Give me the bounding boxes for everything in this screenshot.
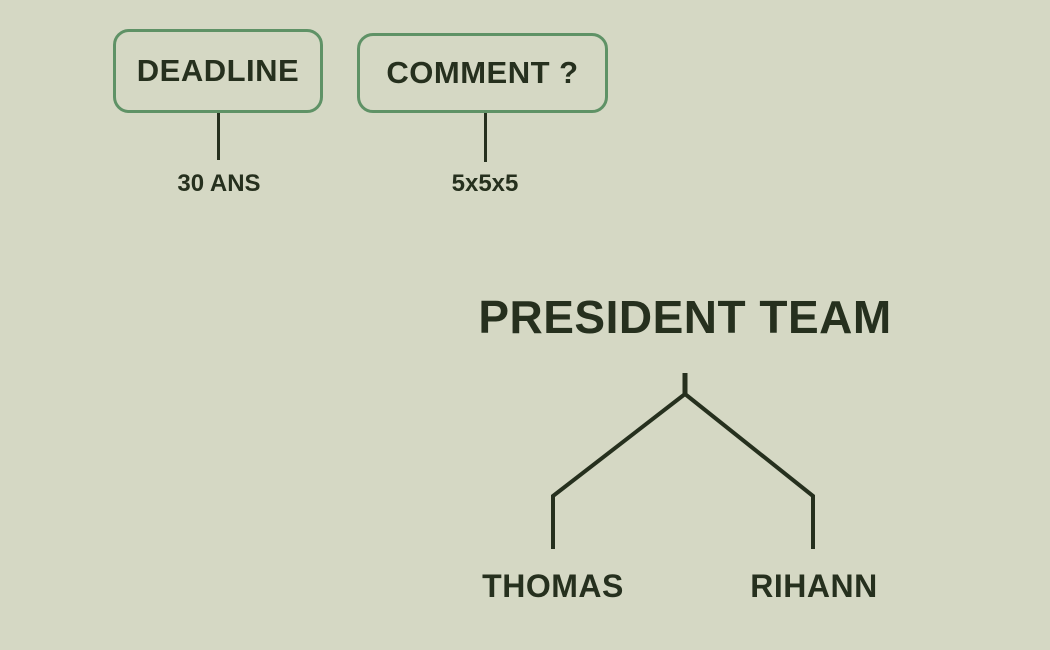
comment-box: COMMENT ? <box>357 33 608 113</box>
tree-leaf-thomas: THOMAS <box>482 568 624 604</box>
deadline-connector-line <box>217 113 220 160</box>
comment-box-label: COMMENT ? <box>386 55 579 90</box>
tree-title: PRESIDENT TEAM <box>478 291 892 343</box>
tree-leaf-rihann: RIHANN <box>750 568 878 604</box>
deadline-box: DEADLINE <box>113 29 323 113</box>
deadline-value: 30 ANS <box>177 170 261 197</box>
deadline-box-label: DEADLINE <box>136 53 300 88</box>
comment-value: 5x5x5 <box>451 170 519 197</box>
comment-connector-line <box>484 113 487 162</box>
